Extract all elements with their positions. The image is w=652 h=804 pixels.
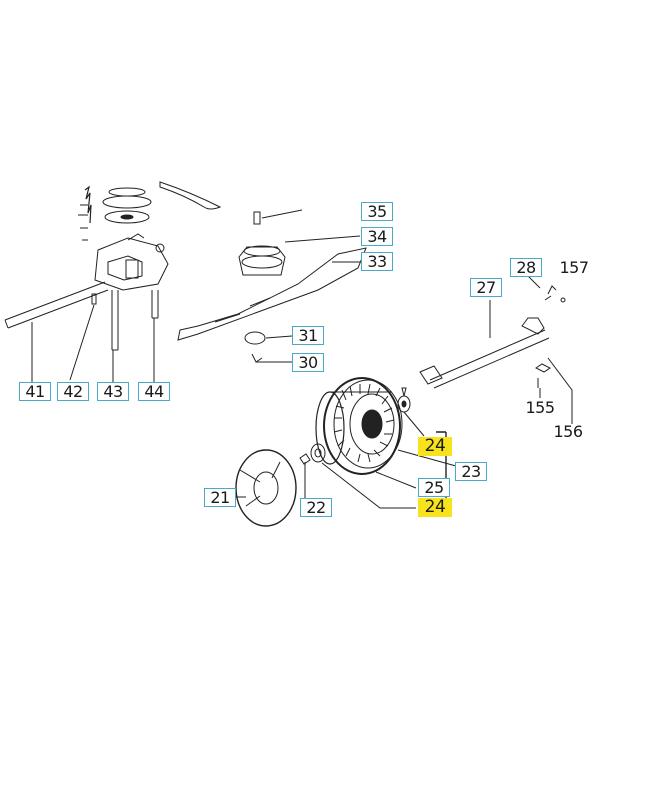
part-label-35: 35 <box>361 202 393 221</box>
part-label-43: 43 <box>97 382 129 401</box>
part-label-24-lower: 24 <box>418 498 452 517</box>
part-label-23: 23 <box>455 462 487 481</box>
part-label-33: 33 <box>361 252 393 271</box>
part-label-22: 22 <box>300 498 332 517</box>
part-label-157: 157 <box>559 258 589 277</box>
part-label-24-upper: 24 <box>418 437 452 456</box>
part-label-155: 155 <box>525 398 555 417</box>
part-label-156: 156 <box>553 422 583 441</box>
drive-shafts <box>4 281 159 351</box>
part-label-21: 21 <box>204 488 236 507</box>
part-label-27: 27 <box>470 278 502 297</box>
part-label-44: 44 <box>138 382 170 401</box>
gearbox-assembly <box>78 181 222 291</box>
part-label-25: 25 <box>418 478 450 497</box>
part-label-42: 42 <box>57 382 89 401</box>
axle-assembly <box>419 275 573 424</box>
blade-assembly <box>177 209 367 363</box>
part-label-41: 41 <box>19 382 51 401</box>
part-label-34: 34 <box>361 227 393 246</box>
part-label-30: 30 <box>292 353 324 372</box>
part-label-31: 31 <box>292 326 324 345</box>
part-label-28: 28 <box>510 258 542 277</box>
